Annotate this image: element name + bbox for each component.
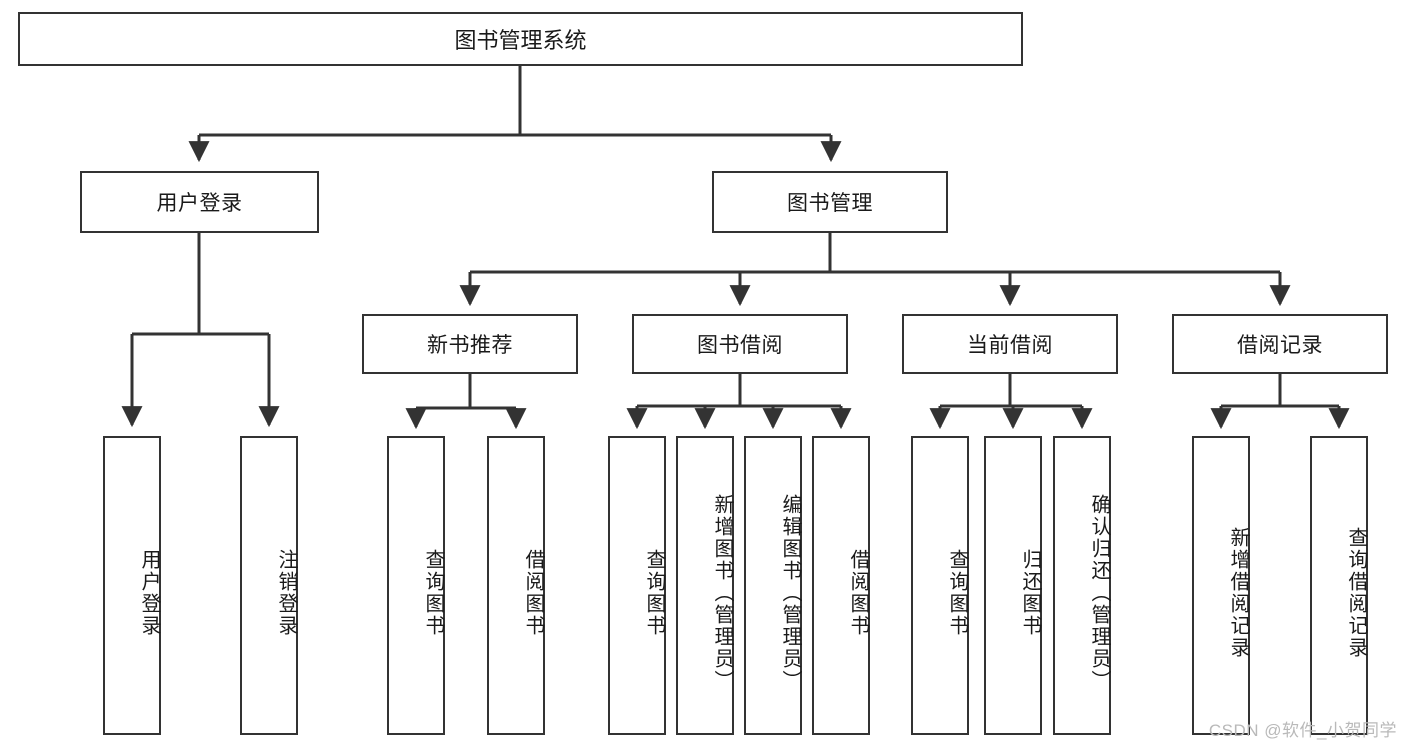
node-book-manage[interactable]: 图书管理 xyxy=(712,171,948,233)
node-leaf-query-book-rec[interactable]: 查询图书 xyxy=(387,436,445,735)
node-leaf-confirm-return-admin[interactable]: 确认归还（管理员） xyxy=(1053,436,1111,735)
node-current-borrow-label: 当前借阅 xyxy=(967,334,1053,357)
node-leaf-add-book-admin-label: 新增图书（管理员） xyxy=(711,493,733,692)
node-user-login-label: 用户登录 xyxy=(156,192,243,215)
node-leaf-user-login-label: 用户登录 xyxy=(138,548,160,637)
node-leaf-user-login[interactable]: 用户登录 xyxy=(103,436,161,735)
node-new-book-recommend[interactable]: 新书推荐 xyxy=(362,314,578,374)
node-leaf-borrow-book-rec-label: 借阅图书 xyxy=(522,548,544,637)
node-new-book-recommend-label: 新书推荐 xyxy=(427,334,513,357)
node-leaf-edit-book-admin-label: 编辑图书（管理员） xyxy=(779,493,801,692)
node-leaf-user-logout[interactable]: 注销登录 xyxy=(240,436,298,735)
node-user-login[interactable]: 用户登录 xyxy=(80,171,319,233)
node-leaf-query-book-rec-label: 查询图书 xyxy=(422,548,444,637)
node-leaf-edit-book-admin[interactable]: 编辑图书（管理员） xyxy=(744,436,802,735)
node-book-manage-label: 图书管理 xyxy=(787,192,873,215)
node-leaf-add-book-admin[interactable]: 新增图书（管理员） xyxy=(676,436,734,735)
node-leaf-query-book-borrow-label: 查询图书 xyxy=(643,548,665,637)
node-leaf-borrow-book-rec[interactable]: 借阅图书 xyxy=(487,436,545,735)
node-borrow-record[interactable]: 借阅记录 xyxy=(1172,314,1388,374)
node-book-borrow-label: 图书借阅 xyxy=(697,334,783,357)
watermark: CSDN @软件_小贺同学 xyxy=(1208,721,1397,740)
node-leaf-query-borrow-record-label: 查询借阅记录 xyxy=(1345,526,1367,659)
node-leaf-return-book-label: 归还图书 xyxy=(1019,548,1041,637)
node-leaf-query-book-current[interactable]: 查询图书 xyxy=(911,436,969,735)
node-leaf-return-book[interactable]: 归还图书 xyxy=(984,436,1042,735)
node-book-borrow[interactable]: 图书借阅 xyxy=(632,314,848,374)
node-root-label: 图书管理系统 xyxy=(454,28,587,53)
node-leaf-query-book-current-label: 查询图书 xyxy=(946,548,968,637)
node-leaf-query-book-borrow[interactable]: 查询图书 xyxy=(608,436,666,735)
node-leaf-add-borrow-record-label: 新增借阅记录 xyxy=(1227,526,1249,659)
node-leaf-add-borrow-record[interactable]: 新增借阅记录 xyxy=(1192,436,1250,735)
node-current-borrow[interactable]: 当前借阅 xyxy=(902,314,1118,374)
node-leaf-user-logout-label: 注销登录 xyxy=(275,548,297,637)
node-leaf-confirm-return-admin-label: 确认归还（管理员） xyxy=(1088,493,1110,692)
node-root[interactable]: 图书管理系统 xyxy=(18,12,1023,66)
node-leaf-borrow-book-label: 借阅图书 xyxy=(847,548,869,637)
node-leaf-query-borrow-record[interactable]: 查询借阅记录 xyxy=(1310,436,1368,735)
node-borrow-record-label: 借阅记录 xyxy=(1237,334,1323,357)
node-leaf-borrow-book[interactable]: 借阅图书 xyxy=(812,436,870,735)
